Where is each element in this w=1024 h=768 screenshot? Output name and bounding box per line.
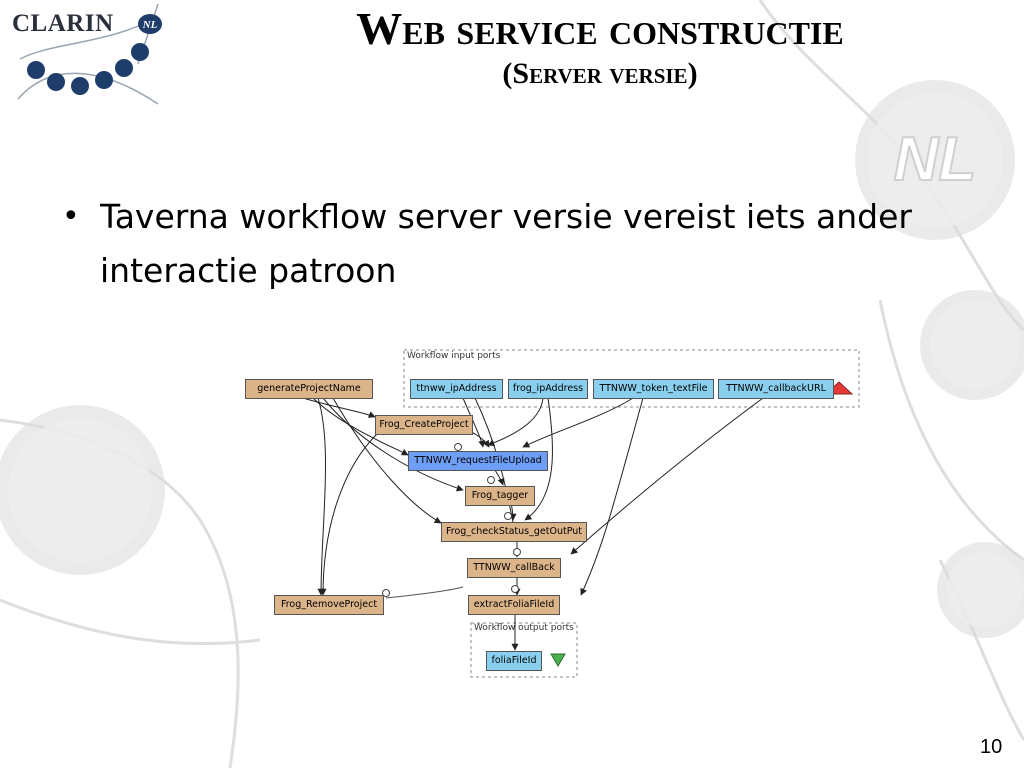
bullet-text: Taverna workflow server versie vereist i… [100, 197, 912, 290]
bullet-dot-icon: • [62, 199, 80, 234]
output-ports-label: Workflow output ports [474, 623, 574, 633]
slide-title: Web service constructie [356, 3, 844, 54]
node-generate-project-name[interactable]: generateProjectName [245, 379, 373, 399]
clarin-logo: NL CLARIN [8, 3, 178, 108]
input-port-ttnww-token-textfile[interactable]: TTNWW_token_textFile [593, 379, 714, 399]
logo-badge: NL [142, 19, 158, 31]
input-port-ttnww-callbackurl[interactable]: TTNWW_callbackURL [718, 379, 834, 399]
node-frog-create-project[interactable]: Frog_CreateProject [375, 415, 473, 435]
input-port-frog-ipaddress[interactable]: frog_ipAddress [508, 379, 588, 399]
node-frog-tagger[interactable]: Frog_tagger [465, 486, 535, 506]
workflow-edges [302, 349, 860, 678]
bullet-list: • Taverna workflow server versie vereist… [62, 190, 962, 298]
logo-network-icon: NL [17, 3, 162, 105]
input-port-ttnww-ipaddress[interactable]: ttnww_ipAddress [410, 379, 503, 399]
node-extract-folia-file-id[interactable]: extractFoliaFileId [468, 595, 560, 615]
node-frog-remove-project[interactable]: Frog_RemoveProject [274, 595, 384, 615]
node-ttnww-callback[interactable]: TTNWW_callBack [467, 558, 561, 578]
output-port-folia-file-id[interactable]: foliaFileId [486, 651, 542, 671]
slide-subtitle: (Server versie) [502, 57, 698, 90]
node-frog-check-status[interactable]: Frog_checkStatus_getOutPut [441, 522, 587, 542]
logo-text: CLARIN [12, 10, 114, 37]
input-ports-label: Workflow input ports [407, 351, 501, 361]
page-number: 10 [980, 736, 1003, 758]
output-marker-icon [550, 653, 566, 667]
watermark-text: NL [894, 125, 977, 194]
node-ttnww-request-file-upload[interactable]: TTNWW_requestFileUpload [408, 451, 548, 471]
bullet-item: • Taverna workflow server versie vereist… [62, 190, 962, 298]
workflow-diagram: Workflow input ports Workflow output por… [163, 307, 948, 692]
